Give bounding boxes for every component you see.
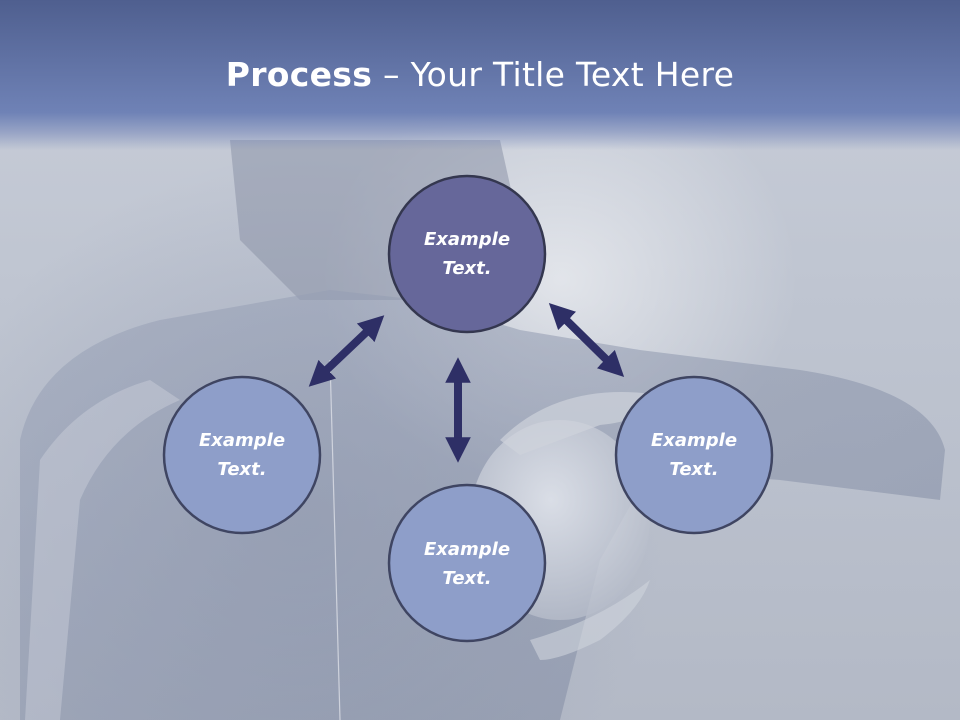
node-right-label: Example Text. [619,426,769,484]
title-separator: – [372,55,411,94]
title-band [0,0,960,150]
node-right-circle[interactable] [614,375,774,535]
node-left-circle[interactable] [162,375,322,535]
node-top-label: Example Text. [392,225,542,283]
node-left-line1: Example [198,430,286,451]
node-top-circle[interactable] [387,174,547,334]
node-bottom-line2: Text. [442,568,492,589]
node-right-line2: Text. [669,459,719,480]
node-top-line1: Example [423,229,511,250]
node-bottom-line1: Example [423,539,511,560]
node-bottom-circle[interactable] [387,483,547,643]
node-left-label: Example Text. [167,426,317,484]
arrow-top-right [548,303,625,377]
node-right-line1: Example [650,430,738,451]
slide-title: Process – Your Title Text Here [0,54,960,96]
arrow-top-left [308,315,385,387]
node-left-line2: Text. [217,459,267,480]
title-strong: Process [225,55,373,94]
title-rest: Your Title Text Here [410,55,735,94]
node-bottom-label: Example Text. [392,535,542,593]
node-top-line2: Text. [442,258,492,279]
